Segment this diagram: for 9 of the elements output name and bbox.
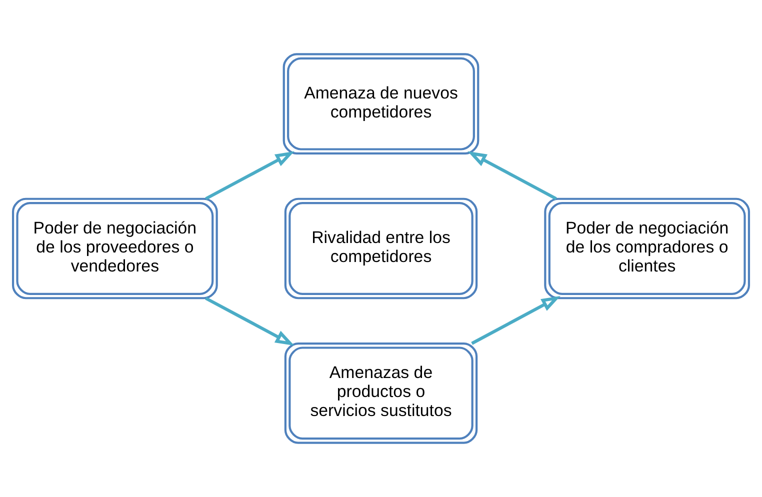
arrow [205,296,294,346]
node-box: Rivalidad entre los competidores [284,198,478,300]
arrow [205,151,294,200]
node-box: Amenazas de productos o servicios sustitutos [284,342,478,444]
node-box: Poder de negociación de los proveedores o vendedores [12,198,218,300]
node-box: Amenaza de nuevos competidores [282,53,480,155]
arrow [468,151,557,200]
arrow [471,296,560,345]
node-box: Poder de negociación de los compradores o clientes [544,198,750,300]
